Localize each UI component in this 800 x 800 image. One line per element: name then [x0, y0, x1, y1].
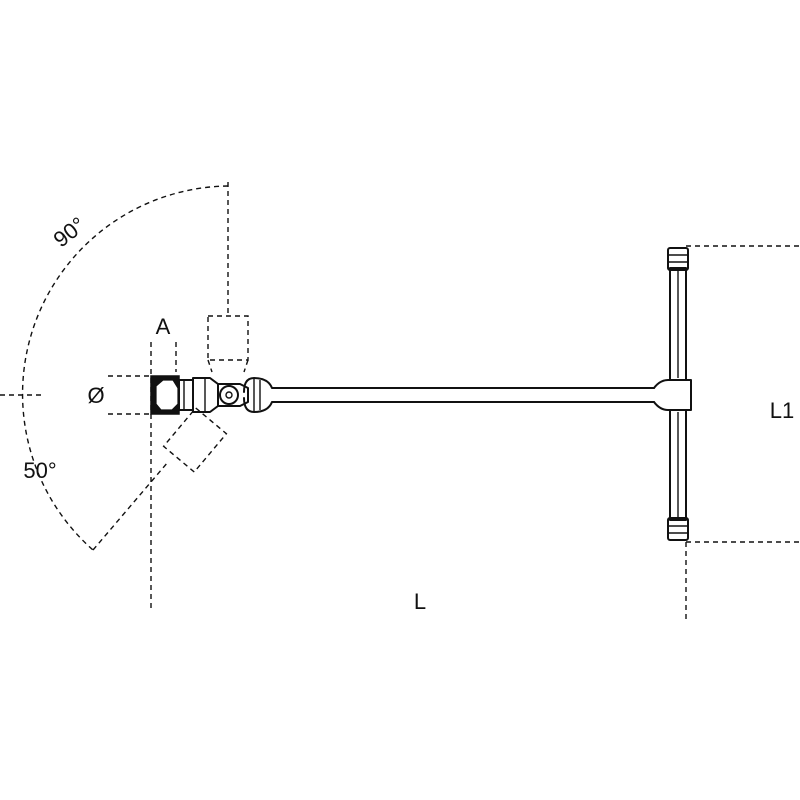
- t-block: [653, 379, 692, 411]
- socket: [150, 375, 194, 415]
- shaft: [243, 377, 655, 413]
- phantom-socket-angled: [162, 407, 228, 473]
- label-a: A: [156, 314, 171, 339]
- dimension-l: L: [414, 542, 687, 620]
- dimension-l1: L1: [686, 245, 800, 543]
- t-handle-bar: [667, 247, 689, 541]
- swing-arc-dashed: [21, 185, 229, 551]
- label-diameter: Ø: [87, 383, 104, 408]
- diagonal-swing-line: [92, 461, 169, 551]
- label-angle-50: 50°: [23, 458, 56, 483]
- dimension-a: A: [150, 314, 177, 612]
- label-l1: L1: [770, 398, 794, 423]
- angle-construction-lines: [0, 182, 229, 551]
- dimension-diameter: Ø: [87, 375, 152, 415]
- label-angle-90: 90°: [49, 212, 91, 252]
- universal-joint: [192, 377, 249, 413]
- label-l: L: [414, 589, 426, 614]
- wrench-body: [150, 247, 692, 541]
- phantom-socket-up: [207, 315, 249, 373]
